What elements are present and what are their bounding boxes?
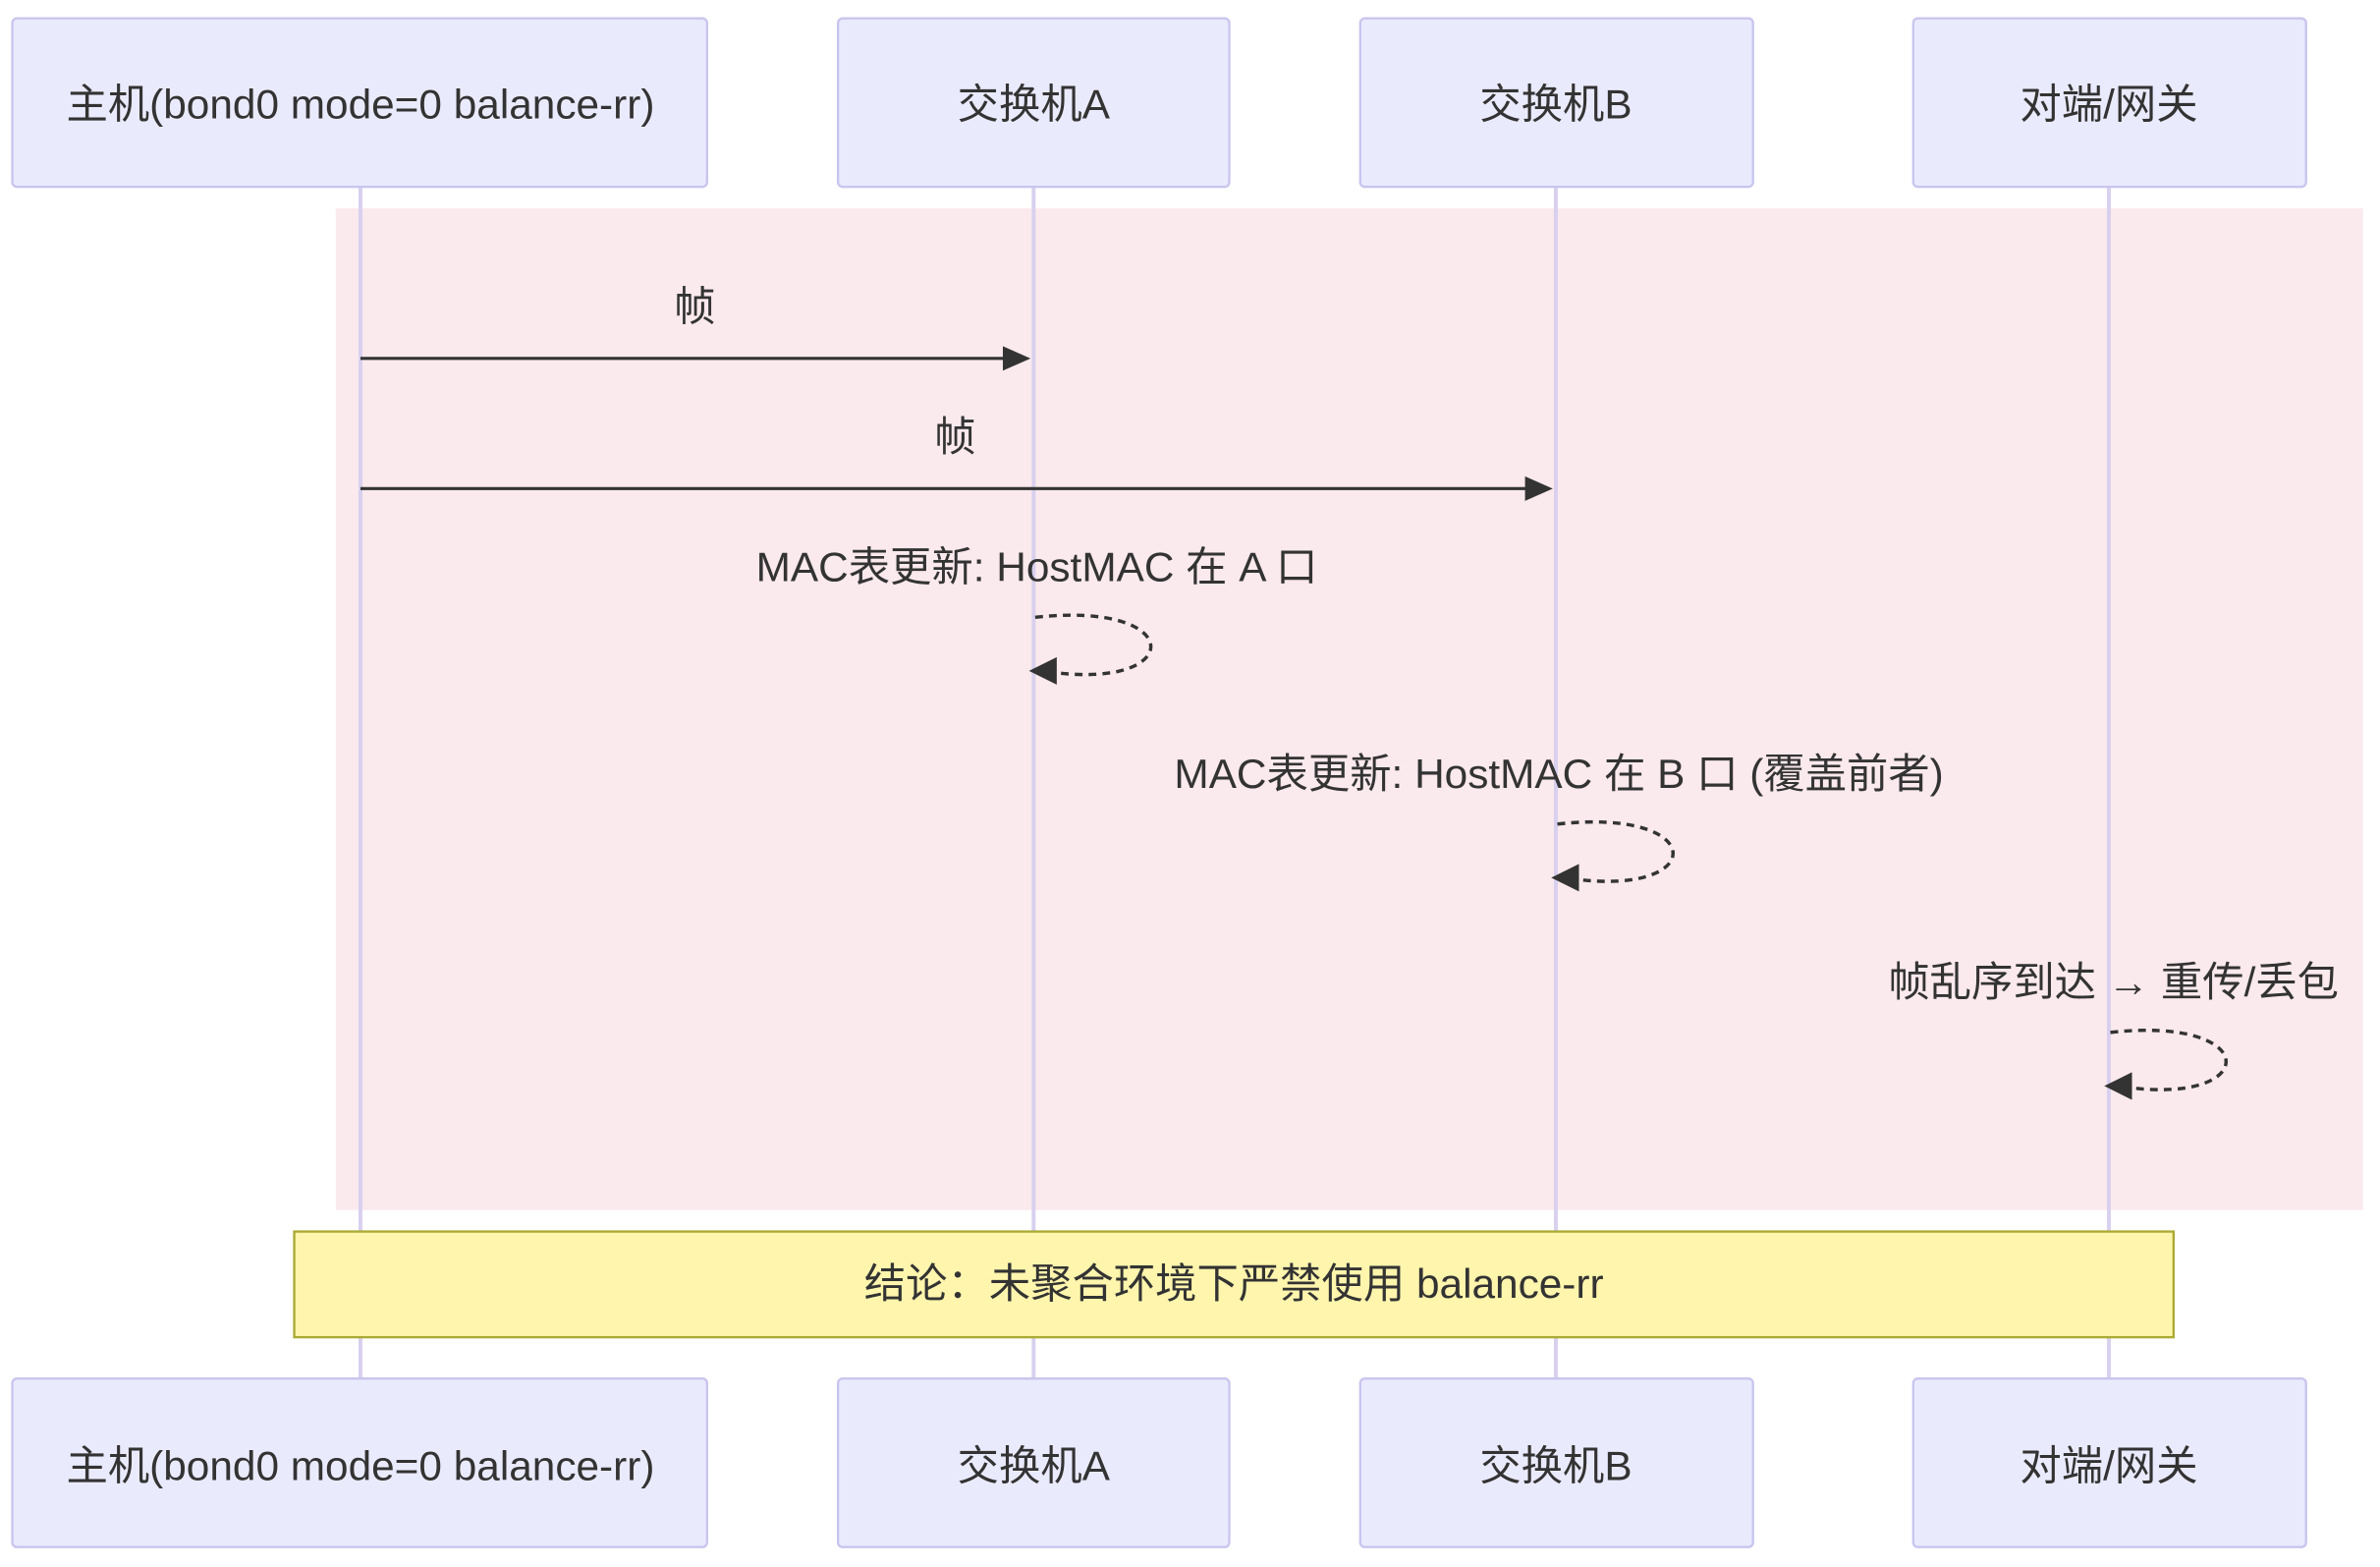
note-box — [293, 1230, 2176, 1339]
message-peer-self: 帧乱序到达 → 重传/丢包 — [1888, 959, 2339, 1100]
actor-top-peer: 对端/网关 — [1911, 17, 2307, 189]
arrow-head — [1002, 346, 1031, 371]
message-label: 帧 — [674, 283, 715, 329]
arrow-head — [1524, 476, 1553, 501]
actor-label: 对端/网关 — [2020, 82, 2197, 128]
actor-bottom-switch-b: 交换机B — [1358, 1377, 1754, 1548]
actor-box — [1911, 17, 2307, 189]
message-host-to-switch-a: 帧 — [360, 283, 1031, 371]
actor-label: 主机(bond0 mode=0 balance-rr) — [66, 82, 654, 128]
actors-top: 主机(bond0 mode=0 balance-rr) 交换机A 交换机B 对端… — [11, 17, 2307, 189]
arrow-head — [1028, 656, 1057, 685]
actor-label: 对端/网关 — [2020, 1443, 2197, 1489]
message-host-to-switch-b: 帧 — [360, 414, 1553, 501]
actors-bottom: 主机(bond0 mode=0 balance-rr) 交换机A 交换机B 对端… — [11, 1377, 2307, 1548]
actor-box — [836, 17, 1231, 189]
actor-box — [836, 1377, 1231, 1548]
actor-label: 主机(bond0 mode=0 balance-rr) — [66, 1443, 654, 1489]
actor-box — [11, 1377, 709, 1548]
actor-label: 交换机B — [1479, 1443, 1632, 1489]
actor-box — [1358, 17, 1754, 189]
highlight-region — [335, 208, 2363, 1210]
message-label: MAC表更新: HostMAC 在 A 口 — [756, 543, 1318, 589]
actor-box — [1358, 1377, 1754, 1548]
message-switch-b-self: MAC表更新: HostMAC 在 B 口 (覆盖前者) — [1174, 751, 1944, 892]
message-label: MAC表更新: HostMAC 在 B 口 (覆盖前者) — [1174, 751, 1943, 797]
actor-bottom-peer: 对端/网关 — [1911, 1377, 2307, 1548]
lifelines — [359, 187, 2111, 1379]
actor-top-switch-a: 交换机A — [836, 17, 1231, 189]
actor-top-host: 主机(bond0 mode=0 balance-rr) — [11, 17, 709, 189]
actor-bottom-host: 主机(bond0 mode=0 balance-rr) — [11, 1377, 709, 1548]
self-loop — [1034, 613, 1153, 677]
actor-top-switch-b: 交换机B — [1358, 17, 1754, 189]
actor-bottom-switch-a: 交换机A — [836, 1377, 1231, 1548]
note-text: 结论：未聚合环境下严禁使用 balance-rr — [864, 1260, 1604, 1307]
conclusion-note: 结论：未聚合环境下严禁使用 balance-rr — [293, 1230, 2176, 1339]
message-label: 帧乱序到达 → 重传/丢包 — [1888, 959, 2339, 1005]
actor-label: 交换机A — [958, 1443, 1111, 1489]
message-label: 帧 — [934, 414, 975, 460]
actor-box — [1911, 1377, 2307, 1548]
self-loop — [2110, 1029, 2228, 1091]
actor-label: 交换机A — [958, 82, 1111, 128]
arrow-head — [1551, 864, 1579, 892]
message-switch-a-self: MAC表更新: HostMAC 在 A 口 — [756, 543, 1318, 685]
actor-label: 交换机B — [1479, 82, 1632, 128]
arrow-head — [2104, 1072, 2132, 1100]
actor-box — [11, 17, 709, 189]
self-loop — [1557, 819, 1675, 883]
